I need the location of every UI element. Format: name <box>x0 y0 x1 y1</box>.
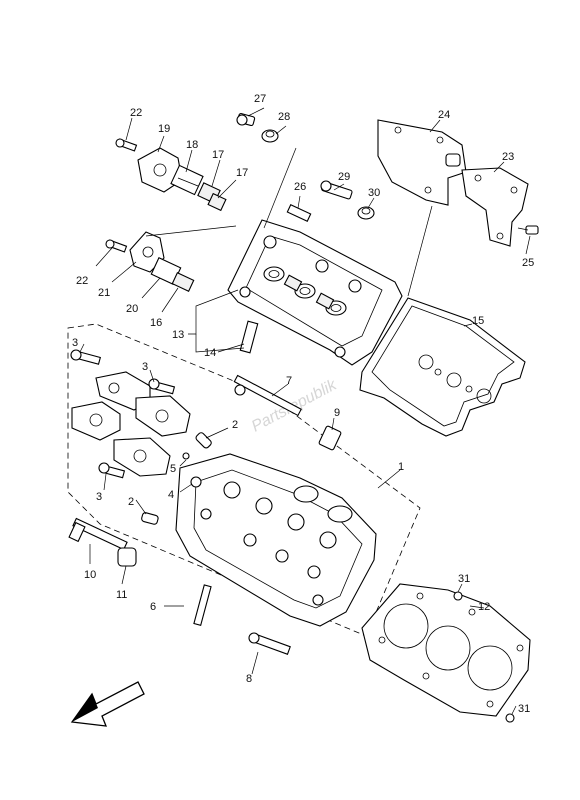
callout-6: 6 <box>150 601 156 613</box>
callout-3-b: 3 <box>142 361 148 373</box>
valve-cover-gasket <box>359 297 526 437</box>
part-4 <box>190 476 202 488</box>
camshaft-cap-left <box>71 401 121 441</box>
callout-1: 1 <box>398 461 404 473</box>
callout-14: 14 <box>204 347 216 359</box>
callout-10: 10 <box>84 569 96 581</box>
valve-cover <box>227 219 403 366</box>
callout-22-lower: 22 <box>76 275 88 287</box>
callout-24: 24 <box>438 109 450 121</box>
cover-plate-23 <box>461 167 529 247</box>
callout-31-upper: 31 <box>458 573 470 585</box>
bolt-27 <box>236 112 256 127</box>
callout-29: 29 <box>338 171 350 183</box>
grommet-30 <box>357 206 375 220</box>
callout-18: 18 <box>186 139 198 151</box>
fitting-11 <box>117 547 137 567</box>
dowel-31-upper <box>453 591 463 601</box>
callout-20: 20 <box>126 303 138 315</box>
bolt-3-c <box>98 462 126 479</box>
callout-27: 27 <box>254 93 266 105</box>
reed-plate-16 <box>171 272 195 292</box>
callout-16: 16 <box>150 317 162 329</box>
callout-25: 25 <box>522 257 534 269</box>
callout-17-b: 17 <box>236 167 248 179</box>
callout-9: 9 <box>334 407 340 419</box>
dowel-31-lower <box>505 713 515 723</box>
bolt-26-stud <box>286 203 312 223</box>
front-direction-arrow-icon <box>70 681 145 727</box>
reed-plate-17 <box>197 182 227 212</box>
callout-30: 30 <box>368 187 380 199</box>
callout-2-lower: 2 <box>128 496 134 508</box>
bolt-10 <box>68 517 128 551</box>
callout-2-upper: 2 <box>232 419 238 431</box>
bolt-22-upper <box>115 138 138 152</box>
callout-5: 5 <box>170 463 176 475</box>
bolt-25 <box>517 225 539 235</box>
callout-12: 12 <box>478 601 490 613</box>
callout-7: 7 <box>286 375 292 387</box>
callout-21: 21 <box>98 287 110 299</box>
grommet-28 <box>261 129 279 143</box>
bolt-29 <box>320 180 353 200</box>
camshaft-cap-lower <box>113 437 171 477</box>
callout-19: 19 <box>158 123 170 135</box>
bracket-14 <box>239 320 259 354</box>
callout-17-a: 17 <box>212 149 224 161</box>
head-gasket <box>361 583 531 717</box>
callout-4: 4 <box>168 489 174 501</box>
part-5 <box>182 452 190 460</box>
plug-2-lower <box>141 512 159 525</box>
callout-13: 13 <box>172 329 184 341</box>
callout-31-lower: 31 <box>518 703 530 715</box>
bolt-8 <box>248 632 291 655</box>
sensor-9 <box>318 425 342 451</box>
camshaft-cap-middle <box>135 395 191 437</box>
reed-valve-18 <box>170 164 204 196</box>
callout-15: 15 <box>472 315 484 327</box>
callout-labels: 1 2 2 3 3 3 4 5 6 7 8 9 10 11 12 13 14 1… <box>72 93 534 715</box>
bolt-3-a <box>70 349 102 365</box>
bolt-7 <box>233 374 302 417</box>
plug-2-upper <box>195 432 212 449</box>
callout-28: 28 <box>278 111 290 123</box>
callout-22-upper: 22 <box>130 107 142 119</box>
callout-3-c: 3 <box>96 491 102 503</box>
callout-8: 8 <box>246 673 252 685</box>
bolt-3-b <box>148 378 176 395</box>
cover-plate-24 <box>377 119 467 206</box>
callout-26: 26 <box>294 181 306 193</box>
bolt-22-lower <box>105 239 128 253</box>
callout-11: 11 <box>116 589 127 601</box>
callout-3-a: 3 <box>72 337 78 349</box>
cylinder-head-group-frame <box>67 323 421 637</box>
reed-valve-housing-21 <box>129 231 165 273</box>
leader-lines <box>79 107 531 715</box>
stud-6 <box>193 584 212 627</box>
callout-23: 23 <box>502 151 514 163</box>
cylinder-head <box>175 453 377 627</box>
